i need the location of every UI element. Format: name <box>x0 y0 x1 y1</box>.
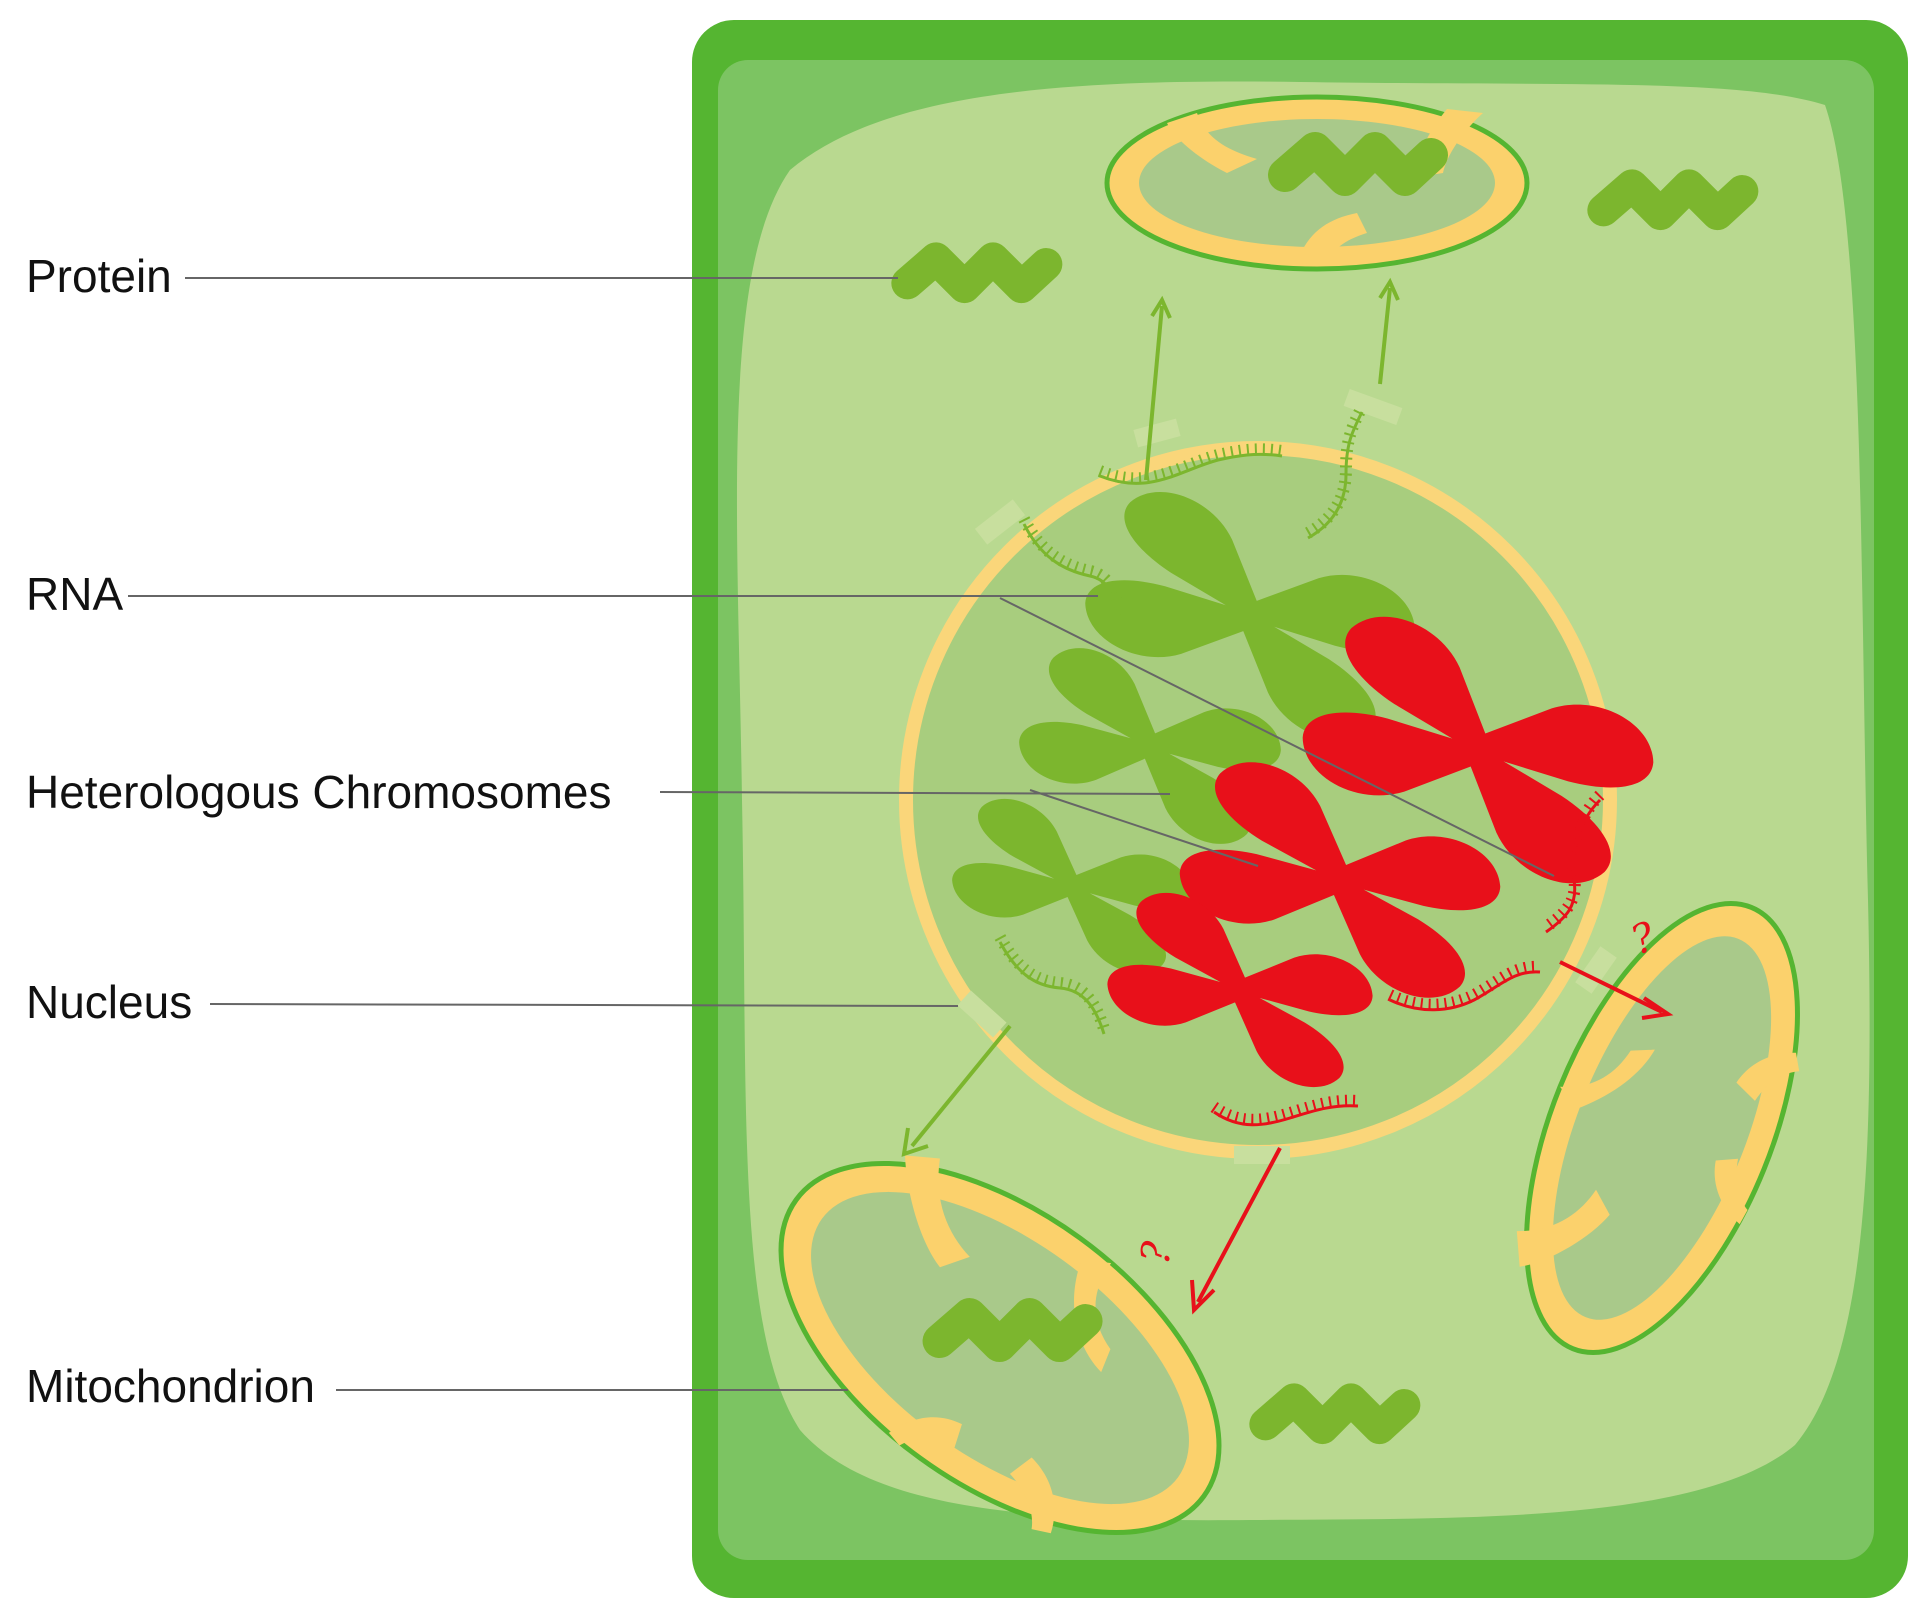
rna-heterologous-1 <box>1542 790 1605 934</box>
rna-native-3 <box>1018 516 1126 627</box>
arrow-heterologous-to-bottom-mito <box>1190 1147 1282 1315</box>
arrow-rna-to-top-mito-2 <box>1378 277 1400 385</box>
arrow-rna-to-top-mito-1 <box>1144 295 1172 481</box>
label-mitochondrion: Mitochondrion <box>26 1360 315 1412</box>
label-nucleus: Nucleus <box>26 976 192 1028</box>
mitochondrion-top <box>1104 94 1530 272</box>
rna-native-1 <box>1097 443 1283 485</box>
label-protein: Protein <box>26 250 172 302</box>
rna-heterologous-2 <box>1387 960 1541 1012</box>
rna-native-4 <box>994 934 1110 1035</box>
arrow-heterologous-to-right-mito <box>1559 960 1674 1020</box>
mitochondrion-right <box>1516 901 1800 1355</box>
rna-heterologous-3 <box>1210 1094 1359 1127</box>
label-rna: RNA <box>26 568 123 620</box>
label-heterologous-chromosomes: Heterologous Chromosomes <box>26 766 612 818</box>
rna-native-2 <box>1304 404 1368 540</box>
protein-cytoplasm-1 <box>908 259 1047 288</box>
leader-lines <box>128 277 1555 1391</box>
arrow-to-cytoplasm <box>901 1024 1012 1157</box>
protein-cytoplasm-3 <box>1266 1400 1405 1429</box>
protein-cytoplasm-2 <box>1604 186 1743 215</box>
mitochondrion-bottom-left <box>778 1155 1222 1536</box>
